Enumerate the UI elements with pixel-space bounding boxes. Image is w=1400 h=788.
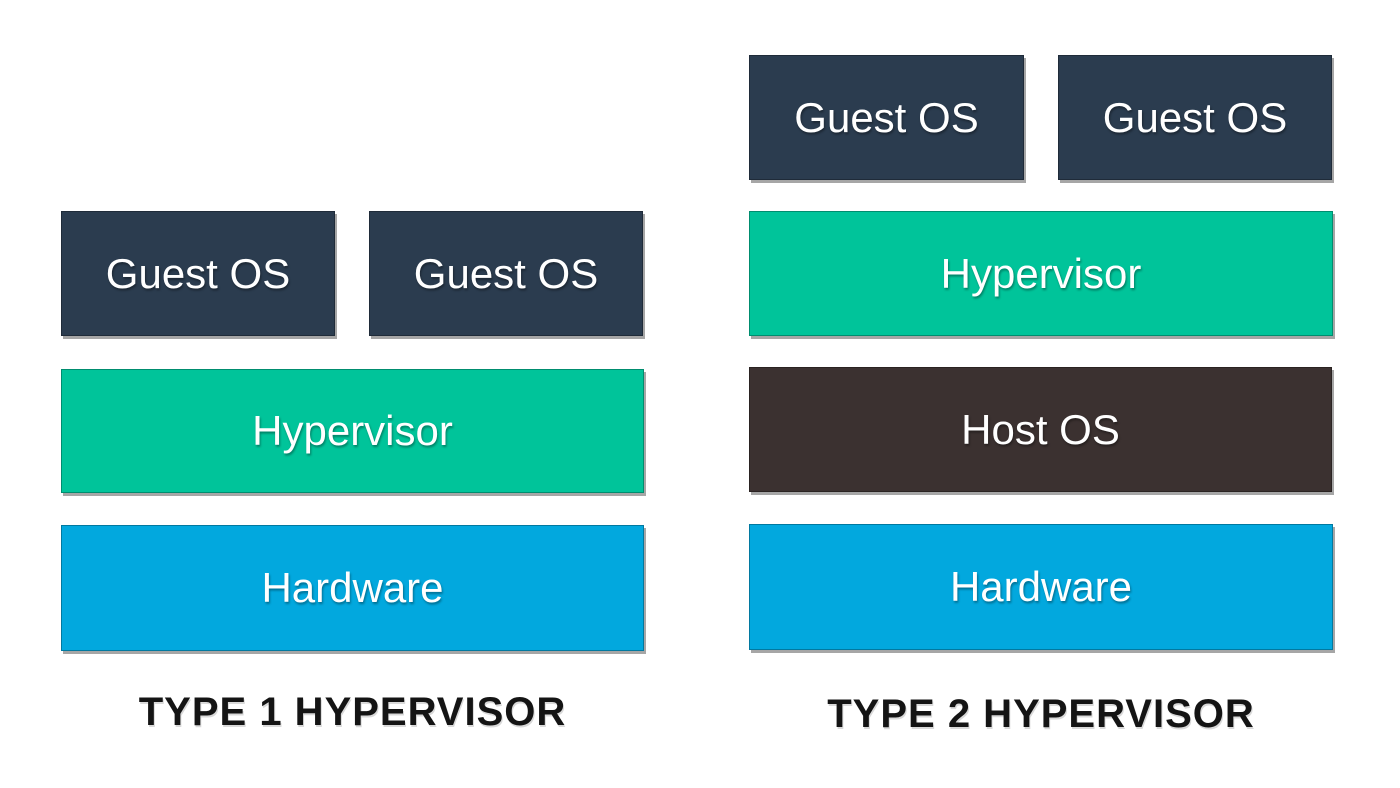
type1-hypervisor-box: Hypervisor (61, 369, 644, 493)
type2-caption: TYPE 2 HYPERVISOR (827, 692, 1255, 736)
type1-caption: TYPE 1 HYPERVISOR (138, 690, 567, 734)
type1-guest-os-box-1: Guest OS (61, 211, 335, 336)
type2-guest-os-box-2: Guest OS (1058, 55, 1332, 180)
type2-host-os-box: Host OS (749, 367, 1332, 492)
type2-guest-os-box-1: Guest OS (749, 55, 1024, 180)
type2-hardware-box: Hardware (749, 524, 1333, 650)
type1-guest-os-box-2: Guest OS (369, 211, 643, 336)
type2-hypervisor-box: Hypervisor (749, 211, 1333, 336)
type1-hardware-box: Hardware (61, 525, 644, 651)
